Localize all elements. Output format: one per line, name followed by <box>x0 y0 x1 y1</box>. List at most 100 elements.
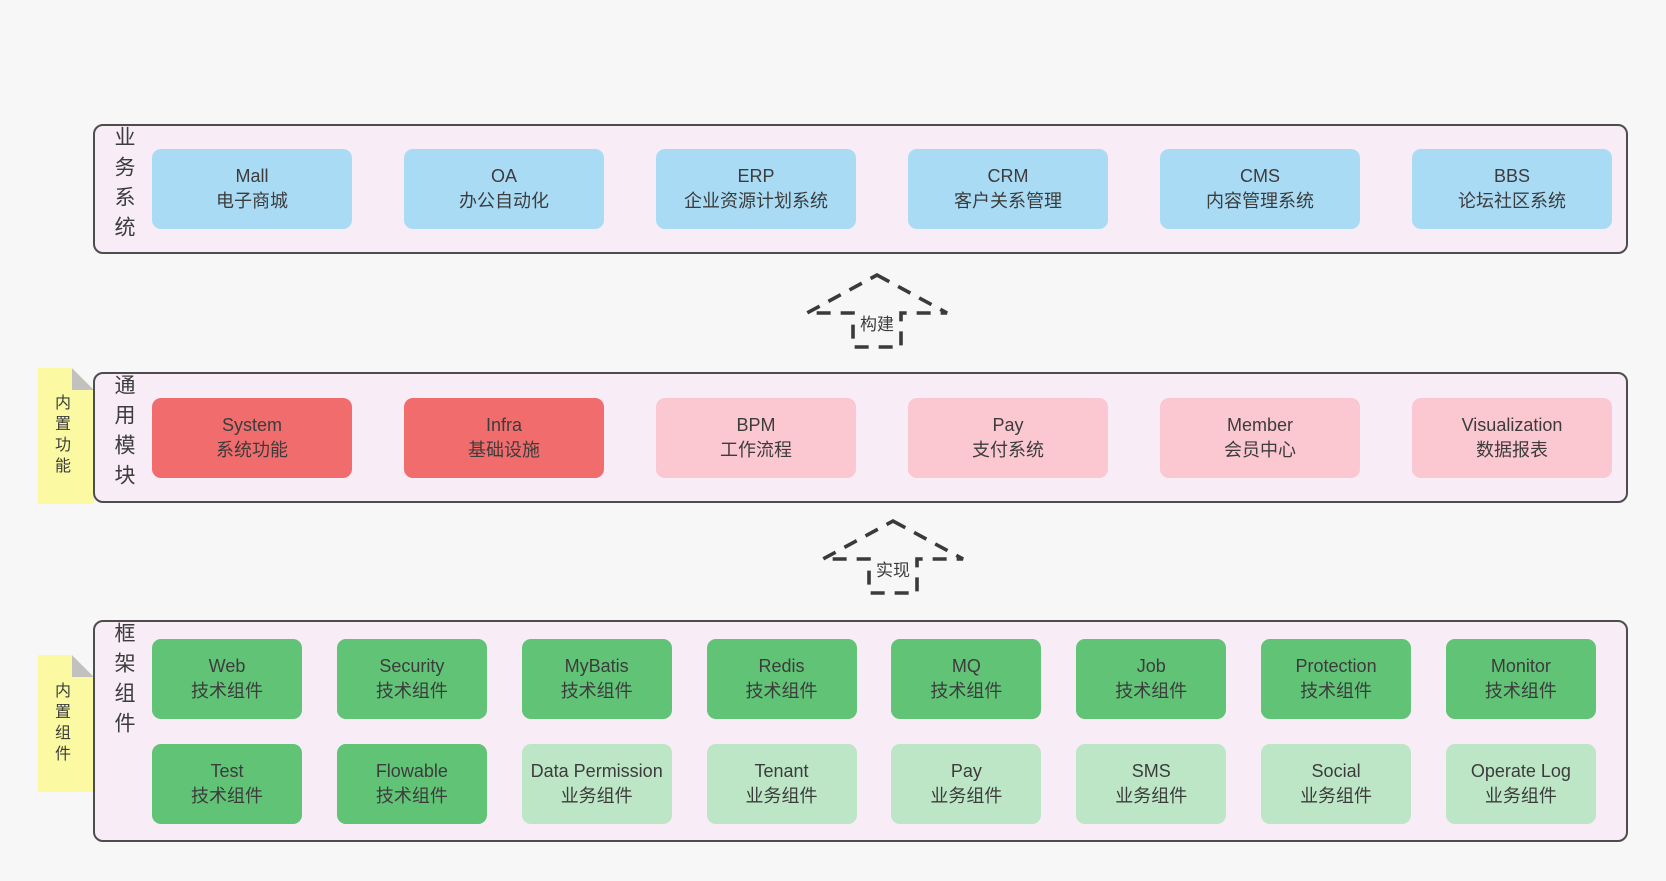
business-systems-row: Mall 电子商城 OA 办公自动化 ERP 企业资源计划系统 CRM 客户关系管理 CMS 内容… <box>152 126 1612 252</box>
component-desc: 系统功能 <box>216 439 288 460</box>
component-name: Infra <box>485 414 523 435</box>
component-desc: 电子商城 <box>216 191 288 211</box>
component-desc: 技术组件 <box>375 680 448 701</box>
component-name: Member <box>1226 414 1293 435</box>
sticky-note-builtin-features: 内置功能 <box>38 368 94 504</box>
component-box: Member 会员中心 <box>1160 397 1360 478</box>
component-name: CRM <box>987 166 1029 186</box>
build-arrow: 构建 <box>803 272 951 350</box>
component-box: Web 技术组件 <box>152 638 302 719</box>
sticky-label: 内置功能 <box>52 394 69 478</box>
component-name: SMS <box>1131 760 1171 781</box>
component-desc: 内容管理系统 <box>1206 191 1314 211</box>
component-box: Security 技术组件 <box>336 638 487 719</box>
component-desc: 客户关系管理 <box>954 191 1062 211</box>
component-desc: 数据报表 <box>1476 439 1548 460</box>
component-box: Data Permission 业务组件 <box>521 743 672 824</box>
component-name: Data Permission <box>530 760 663 781</box>
component-box: Test 技术组件 <box>152 743 302 824</box>
component-desc: 业务组件 <box>1484 785 1557 806</box>
component-name: Test <box>210 760 244 781</box>
component-desc: 工作流程 <box>720 439 792 460</box>
component-box: CMS 内容管理系统 <box>1160 149 1360 229</box>
component-box: CRM 客户关系管理 <box>908 149 1108 229</box>
component-box: MyBatis 技术组件 <box>521 638 672 719</box>
section-label: 通用模块 <box>112 374 135 494</box>
component-name: Security <box>379 655 445 676</box>
component-desc: 会员中心 <box>1224 439 1296 460</box>
component-name: Job <box>1136 655 1166 676</box>
component-desc: 技术组件 <box>1300 680 1373 701</box>
component-name: MQ <box>951 655 981 676</box>
sticky-note-builtin-components: 内置组件 <box>38 655 94 792</box>
component-name: Protection <box>1295 655 1377 676</box>
component-box: Flowable 技术组件 <box>336 743 487 824</box>
implement-arrow: 实现 <box>819 518 967 596</box>
component-name: OA <box>490 166 517 186</box>
component-name: Tenant <box>754 760 809 781</box>
component-box: Social 业务组件 <box>1261 743 1412 824</box>
component-name: ERP <box>737 166 775 186</box>
component-box: Mall 电子商城 <box>152 149 352 229</box>
component-box: Operate Log 业务组件 <box>1445 743 1596 824</box>
component-name: Social <box>1311 760 1361 781</box>
component-box: Monitor 技术组件 <box>1445 638 1596 719</box>
component-desc: 技术组件 <box>1484 680 1557 701</box>
component-box: Infra 基础设施 <box>404 397 604 478</box>
component-box: Pay 业务组件 <box>891 743 1042 824</box>
component-name: Flowable <box>375 760 448 781</box>
component-desc: 技术组件 <box>930 680 1003 701</box>
section-label: 业务系统 <box>112 126 135 246</box>
component-desc: 论坛社区系统 <box>1458 191 1566 211</box>
component-desc: 业务组件 <box>930 785 1003 806</box>
component-box: Redis 技术组件 <box>706 638 857 719</box>
component-name: CMS <box>1240 166 1280 186</box>
component-desc: 技术组件 <box>191 680 263 701</box>
component-box: Tenant 业务组件 <box>706 743 857 824</box>
component-desc: 业务组件 <box>1300 785 1373 806</box>
arrow-label: 实现 <box>873 555 913 582</box>
component-desc: 技术组件 <box>191 785 263 806</box>
component-name: Redis <box>758 655 805 676</box>
component-box: Protection 技术组件 <box>1261 638 1412 719</box>
component-desc: 基础设施 <box>468 439 540 460</box>
component-name: MyBatis <box>564 655 629 676</box>
component-box: MQ 技术组件 <box>891 638 1042 719</box>
component-box: SMS 业务组件 <box>1076 743 1227 824</box>
component-name: Visualization <box>1461 414 1563 435</box>
component-desc: 办公自动化 <box>459 191 549 211</box>
sticky-label: 内置组件 <box>52 681 69 766</box>
section-label: 框架组件 <box>112 622 135 742</box>
component-desc: 业务组件 <box>1115 785 1188 806</box>
component-name: Monitor <box>1490 655 1551 676</box>
component-desc: 支付系统 <box>972 439 1044 460</box>
component-box: OA 办公自动化 <box>404 149 604 229</box>
component-name: Pay <box>950 760 982 781</box>
component-desc: 技术组件 <box>560 680 633 701</box>
component-box: ERP 企业资源计划系统 <box>656 149 856 229</box>
component-name: Web <box>208 655 246 676</box>
component-desc: 企业资源计划系统 <box>684 191 828 211</box>
component-desc: 业务组件 <box>745 785 818 806</box>
component-desc: 技术组件 <box>1115 680 1188 701</box>
component-name: System <box>221 414 282 435</box>
component-name: Mall <box>235 166 269 186</box>
component-desc: 技术组件 <box>745 680 818 701</box>
component-name: Operate Log <box>1470 760 1571 781</box>
arrow-label: 构建 <box>857 309 897 336</box>
component-box: System 系统功能 <box>152 397 352 478</box>
component-box: BPM 工作流程 <box>656 397 856 478</box>
component-box: Job 技术组件 <box>1076 638 1227 719</box>
component-name: BPM <box>736 414 776 435</box>
component-desc: 业务组件 <box>560 785 633 806</box>
component-desc: 技术组件 <box>375 785 448 806</box>
component-box: Visualization 数据报表 <box>1412 397 1612 478</box>
